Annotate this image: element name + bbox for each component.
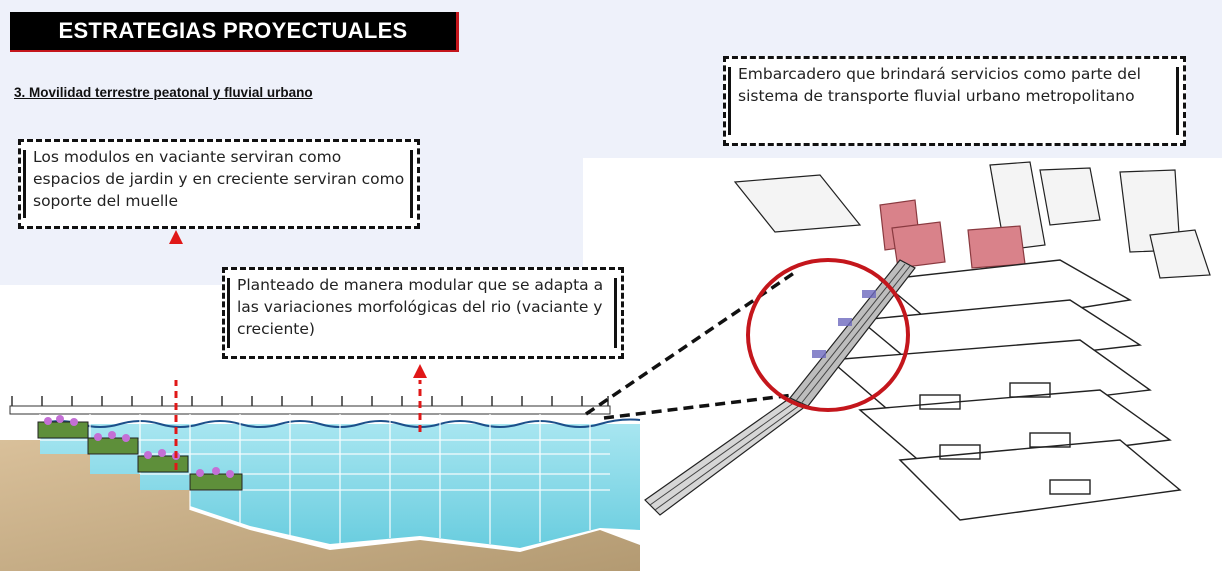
section-subtitle: 3. Movilidad terrestre peatonal y fluvia… <box>14 85 313 100</box>
pink-building <box>891 221 946 269</box>
note-bar-right <box>614 278 617 348</box>
river-section-drawing <box>0 380 641 571</box>
dashed-red-arrow-up-icon <box>174 380 422 470</box>
arrow-head-icon <box>413 364 427 378</box>
note-modular-design: Planteado de manera modular que se adapt… <box>222 267 624 359</box>
railing-posts <box>11 396 609 406</box>
note-bar-left <box>23 150 26 218</box>
note-garden-modules-text: Los modulos en vaciante serviran como es… <box>33 148 405 210</box>
note-bar-right <box>410 150 413 218</box>
pink-building <box>967 225 1026 269</box>
note-bar-left <box>227 278 230 348</box>
dock-3d-render <box>644 161 1211 521</box>
arrow-head-icon <box>169 230 183 244</box>
page-title-text: ESTRATEGIAS PROYECTUALES <box>58 18 408 43</box>
note-bar-right <box>1176 67 1179 135</box>
note-modular-design-text: Planteado de manera modular que se adapt… <box>237 276 604 338</box>
red-circle-highlight <box>746 258 910 412</box>
river-bank <box>0 440 640 571</box>
page-title: ESTRATEGIAS PROYECTUALES <box>10 12 459 52</box>
note-boat-dock: Embarcadero que brindará servicios como … <box>723 56 1186 146</box>
note-boat-dock-text: Embarcadero que brindará servicios como … <box>738 65 1141 105</box>
dock-deck <box>9 405 611 415</box>
note-garden-modules: Los modulos en vaciante serviran como es… <box>18 139 420 229</box>
garden-module <box>37 421 89 439</box>
note-bar-left <box>728 67 731 135</box>
